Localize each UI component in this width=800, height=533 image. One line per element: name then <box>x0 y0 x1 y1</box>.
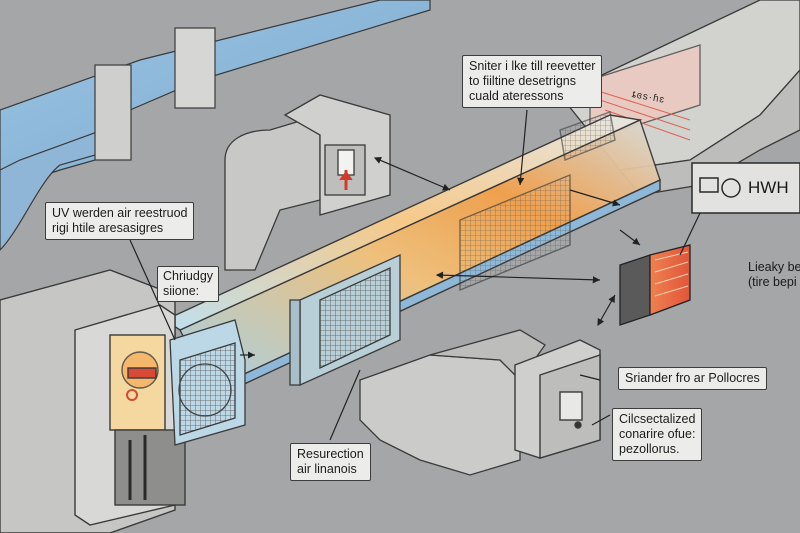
filter-callout-line2: to fiiltine desetrigns <box>469 74 577 88</box>
filter-callout: Sniter i lke till reevetter to fiiltine … <box>462 55 603 108</box>
cilcsectalized-callout: Cilcsectalized conarire ofue: pezollorus… <box>612 408 703 461</box>
hwh-panel <box>691 162 800 214</box>
resurection-callout: Resurection air linanois <box>290 443 371 481</box>
leaky-label: Lieaky be (tire bepi <box>748 260 800 290</box>
cilcsectalized-line2: conarire ofue: <box>619 427 696 441</box>
filter-callout-line3: cuald ateressons <box>469 89 564 103</box>
control-box <box>514 339 601 459</box>
chriudgy-callout: Chriudgy siione: <box>157 266 220 302</box>
red-filter <box>619 244 691 326</box>
resurection-line2: air linanois <box>297 462 357 476</box>
uv-callout-line1: UV werden air reestruod <box>52 206 188 220</box>
sriander-callout: Sriander fro ar Pollocres <box>618 367 767 390</box>
leader-lines <box>129 109 701 441</box>
chriudgy-line1: Chriudgy <box>163 269 214 283</box>
uv-callout: UV werden air reestruod rigi htile aresa… <box>45 202 195 240</box>
air-handler-unit <box>0 269 186 533</box>
air-handler-section <box>289 253 401 387</box>
chriudgy-line2: siione: <box>163 284 200 298</box>
uv-callout-line2: rigi htile aresasigres <box>52 221 164 235</box>
sriander-label: Sriander fro ar Pollocres <box>625 371 760 385</box>
upper-duct-elbow <box>224 94 391 271</box>
cilcsectalized-line1: Cilcsectalized <box>619 412 696 426</box>
supply-pipe <box>0 0 431 251</box>
cilcsectalized-line3: pezollorus. <box>619 442 680 456</box>
hwh-label: HWH <box>748 178 789 197</box>
resurection-line1: Resurection <box>297 447 364 461</box>
fan-box <box>169 319 246 446</box>
leaky-line2: (tire bepi <box>748 275 797 289</box>
filter-callout-line1: Sniter i lke till reevetter <box>469 59 596 73</box>
leaky-line1: Lieaky be <box>748 260 800 274</box>
